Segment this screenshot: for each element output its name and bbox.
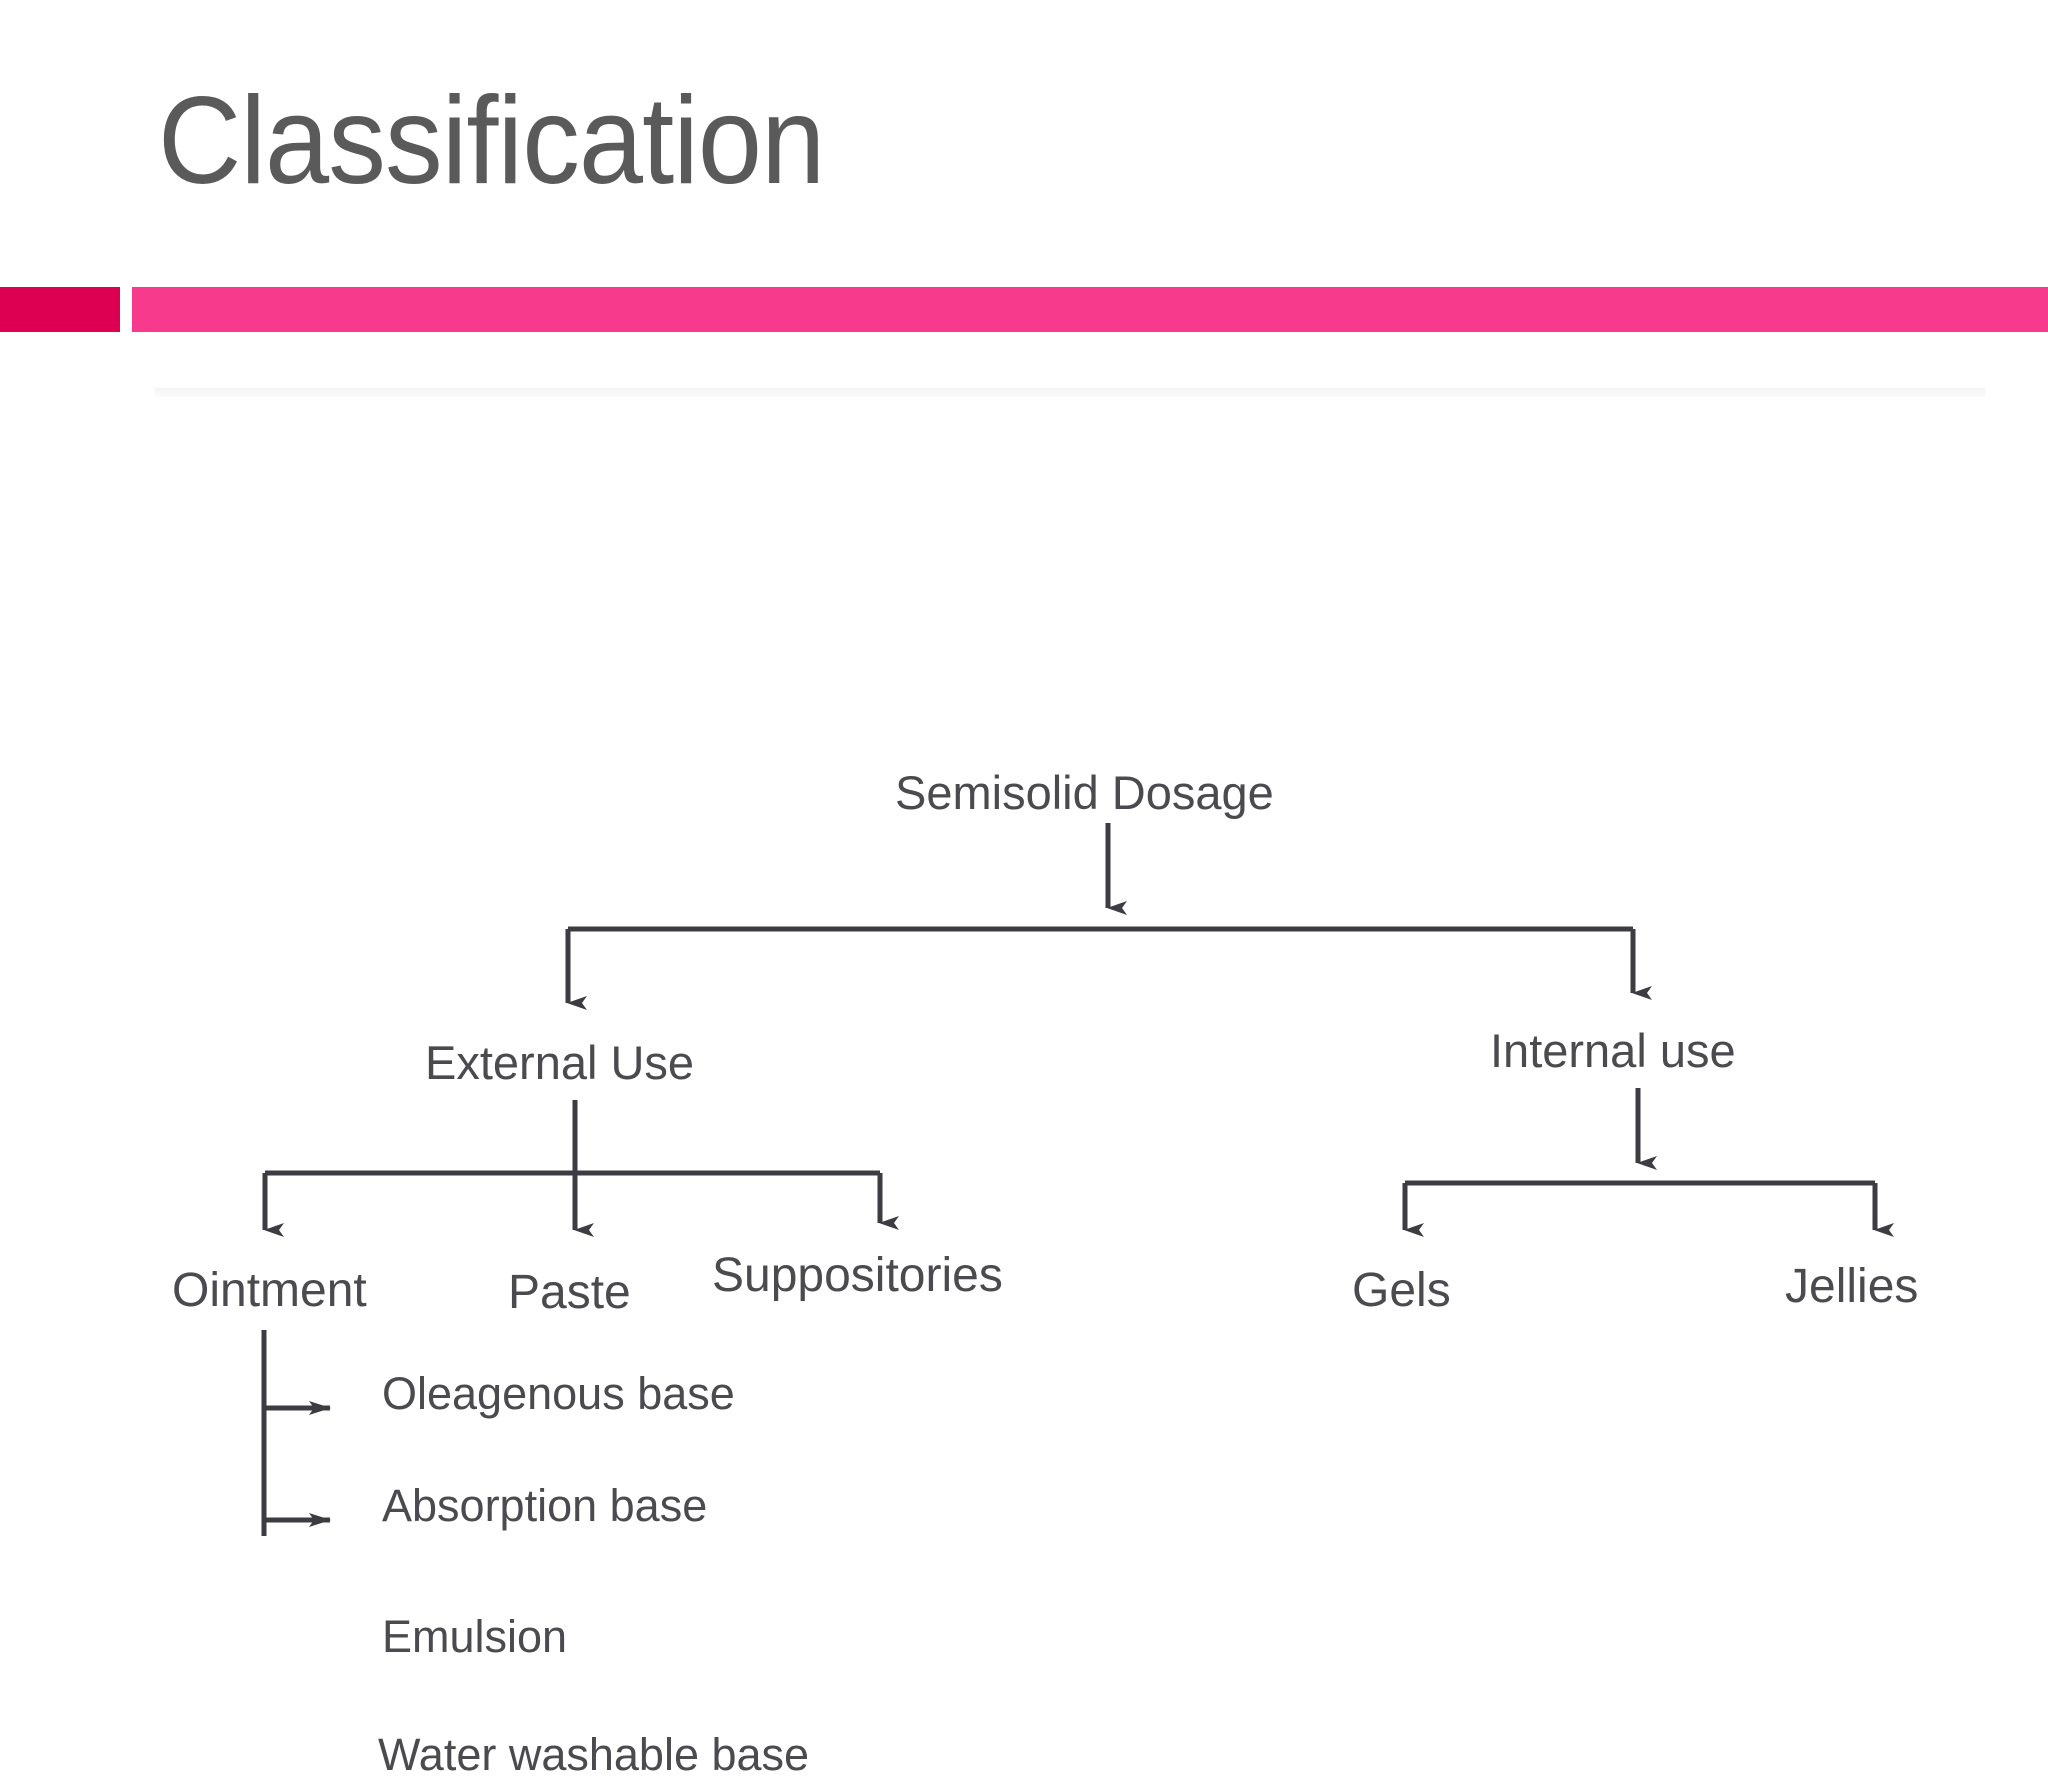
node-jellies: Jellies — [1785, 1260, 1919, 1313]
accent-block-left — [0, 287, 120, 332]
node-emulsion: Emulsion — [382, 1611, 568, 1662]
node-gels: Gels — [1352, 1264, 1451, 1317]
slide: Classification — [0, 72, 2048, 1780]
diagram-top-band — [155, 388, 1985, 397]
classification-diagram: Semisolid Dosage External Use Internal u… — [0, 355, 2048, 1780]
node-paste: Paste — [508, 1266, 631, 1319]
accent-bar — [132, 287, 2048, 332]
node-external-use: External Use — [425, 1036, 695, 1089]
page-title: Classification — [158, 72, 825, 210]
diagram-connectors — [261, 823, 1894, 1536]
node-absorption-base: Absorption base — [382, 1480, 708, 1531]
node-semisolid-dosage: Semisolid Dosage — [895, 766, 1274, 819]
node-oleagenous-base: Oleagenous base — [382, 1368, 735, 1419]
node-suppositories: Suppositories — [712, 1249, 1003, 1302]
node-internal-use: Internal use — [1490, 1024, 1736, 1077]
node-ointment: Ointment — [172, 1264, 367, 1317]
node-water-washable-base: Water washable base — [378, 1729, 810, 1780]
